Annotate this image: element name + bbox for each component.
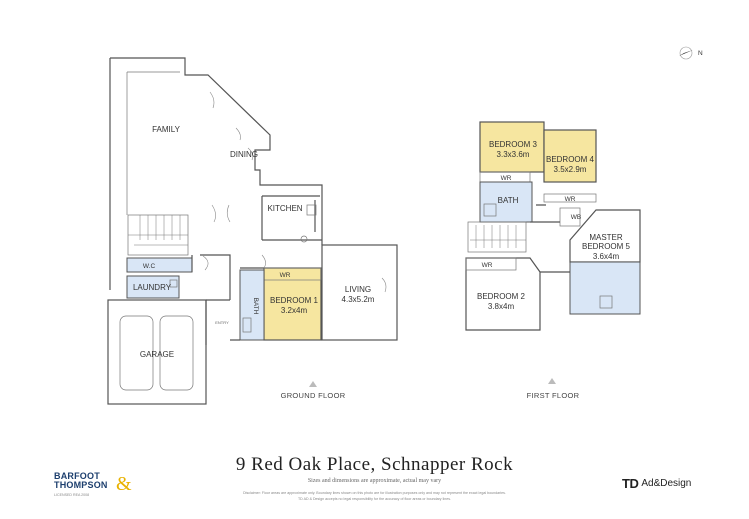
family-inner-wall <box>126 71 180 215</box>
first-stairs <box>467 221 527 253</box>
label-entry: ENTRY <box>215 320 229 325</box>
first-hall-walls <box>530 204 570 273</box>
compass-icon <box>679 46 693 60</box>
bath-ground <box>239 269 265 341</box>
ensuite <box>569 261 641 315</box>
label-bedroom4: BEDROOM 4 <box>546 155 595 164</box>
label-bath-ground: BATH <box>252 298 259 315</box>
ground-floor-plan <box>107 57 398 405</box>
label-bedroom2-dim: 3.8x4m <box>488 302 515 311</box>
ground-bath-vanity <box>242 317 252 333</box>
label-master-dim: 3.6x4m <box>593 252 620 261</box>
label-wr-b4: WR <box>565 196 576 203</box>
hall-walls <box>191 254 264 345</box>
ground-floor-label: GROUND FLOOR <box>281 391 346 400</box>
ground-doors <box>202 91 387 293</box>
ground-outer-wall <box>109 57 323 290</box>
designer-logo: TD Ad&Design <box>622 474 691 492</box>
laundry-tub <box>169 279 178 288</box>
label-bedroom2: BEDROOM 2 <box>477 292 526 301</box>
kitchen-hob <box>300 235 308 243</box>
agency-logo-line2: THOMPSON <box>54 480 108 490</box>
garage-room <box>107 299 207 405</box>
designer-logo-mark: TD <box>622 475 639 491</box>
label-wc: W.C <box>143 263 156 270</box>
ground-stairs <box>127 214 189 256</box>
disclaimer-line-1: Disclaimer: Floor areas are approximate … <box>243 491 506 495</box>
bedroom-4 <box>543 129 597 183</box>
label-bedroom1: BEDROOM 1 <box>270 296 319 305</box>
living-room <box>321 244 398 341</box>
garage-car-right <box>159 315 194 391</box>
agency-logo-tagline: LICENSED REA 2008 <box>54 493 90 497</box>
label-dining: DINING <box>230 150 258 159</box>
label-garage: GARAGE <box>140 350 174 359</box>
label-wb: WB <box>571 214 581 221</box>
bedroom-2 <box>465 257 541 331</box>
first-floor-label: FIRST FLOOR <box>527 391 580 400</box>
ground-floor-marker-icon <box>309 381 317 387</box>
compass-label: N <box>698 50 703 57</box>
label-master-line1: MASTER <box>589 233 623 242</box>
label-living: LIVING <box>345 285 371 294</box>
label-family: FAMILY <box>152 125 181 134</box>
label-kitchen: KITCHEN <box>267 204 302 213</box>
property-address: 9 Red Oak Place, Schnapper Rock <box>235 454 514 475</box>
label-bath-first: BATH <box>498 196 519 205</box>
ensuite-tub <box>599 295 613 309</box>
label-laundry: LAUNDRY <box>133 283 172 292</box>
label-master-line2: BEDROOM 5 <box>582 242 631 251</box>
label-wr-b2: WR <box>482 262 493 269</box>
wardrobe-b2 <box>465 257 517 271</box>
label-bedroom3-dim: 3.3x3.6m <box>497 150 530 159</box>
agency-logo-line1: BARFOOT <box>54 471 100 481</box>
kitchen-walls <box>261 195 322 241</box>
wb-room <box>559 207 581 227</box>
agency-logo: BARFOOT THOMPSON & LICENSED REA 2008 <box>54 471 144 498</box>
first-floor-plan <box>465 121 641 384</box>
label-bedroom4-dim: 3.5x2.9m <box>554 165 587 174</box>
disclaimer-line-2: TD AD & Design accepts no legal responsi… <box>297 497 451 501</box>
laundry-room <box>126 275 180 299</box>
label-wr-ground: WR <box>280 272 291 279</box>
label-bedroom1-dim: 3.2x4m <box>281 306 308 315</box>
label-living-dim: 4.3x5.2m <box>342 295 375 304</box>
kitchen-sink <box>306 204 317 216</box>
wardrobe-b4 <box>543 193 597 203</box>
agency-logo-ampersand: & <box>116 473 132 495</box>
label-wr-b3: WR <box>501 175 512 182</box>
first-bath-shower <box>483 203 497 217</box>
garage-car-left <box>119 315 154 391</box>
wc-room <box>126 257 193 273</box>
label-bedroom3: BEDROOM 3 <box>489 140 538 149</box>
dimensions-note: Sizes and dimensions are approximate, ac… <box>307 478 442 484</box>
first-floor-marker-icon <box>548 378 556 384</box>
designer-logo-text: Ad&Design <box>641 477 692 489</box>
bath-first <box>479 181 533 223</box>
